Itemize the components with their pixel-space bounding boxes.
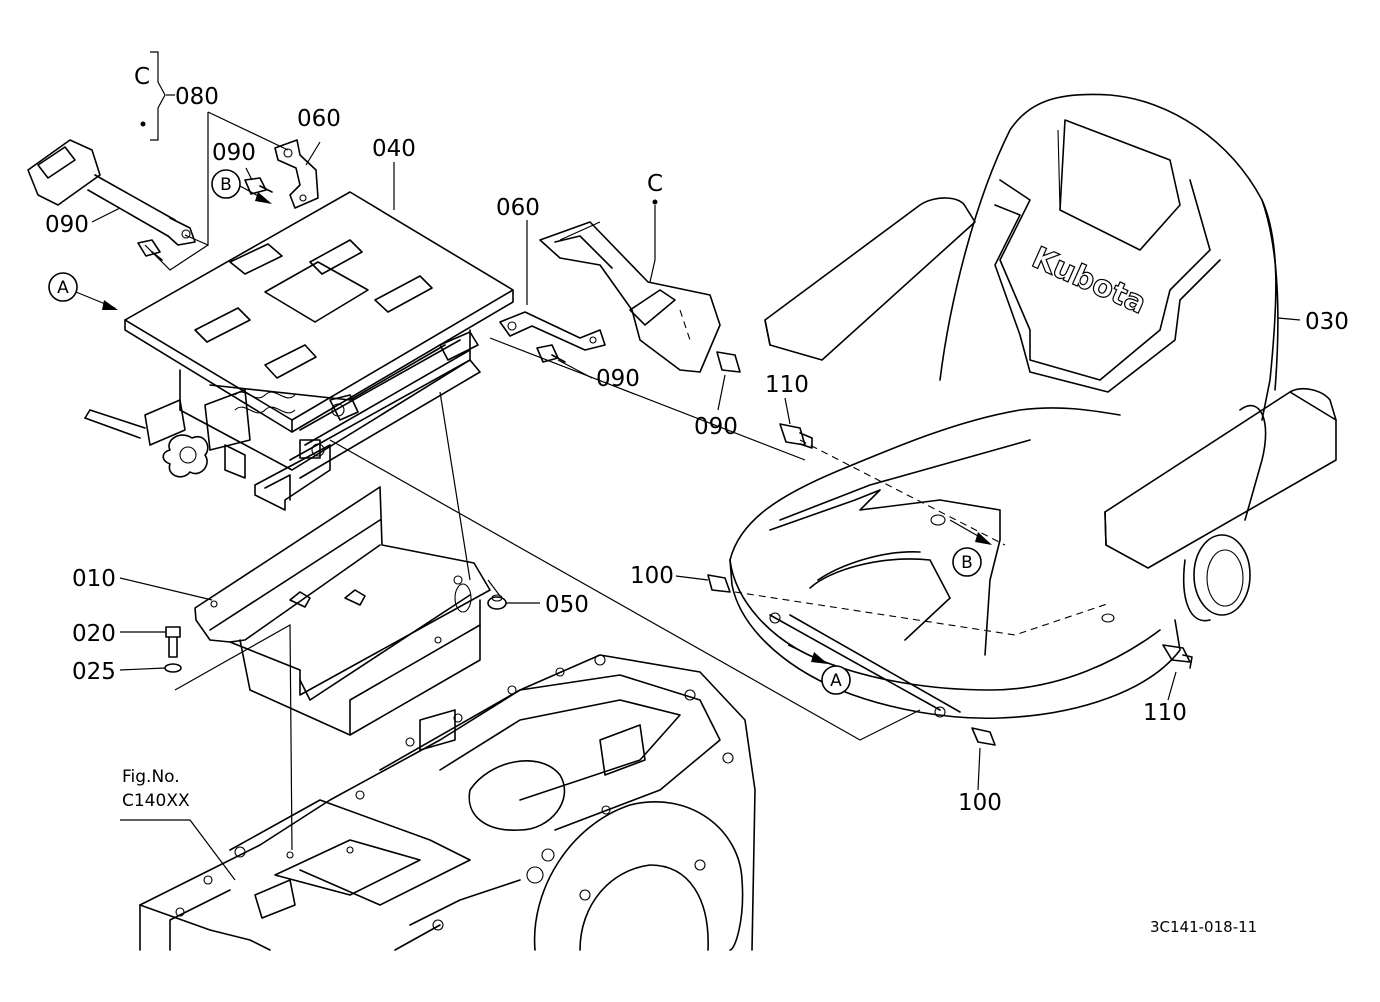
kubota-logo: Kubota (1027, 240, 1152, 321)
part-label-100-bottom: 100 (958, 790, 1002, 816)
part-label-110-right: 110 (1143, 700, 1187, 726)
seatbelt-strap[interactable] (539, 221, 721, 373)
ref-b-left: B (211, 169, 241, 199)
ref-a-left: A (48, 272, 78, 302)
seat-assembly[interactable]: Kubota (729, 93, 1337, 720)
bolt-020[interactable] (165, 626, 181, 658)
leader-lines (75, 51, 1301, 881)
washer-025[interactable] (164, 663, 182, 673)
bracket-060-mid[interactable] (499, 311, 606, 351)
fig-ref-line1: Fig.No. (122, 767, 180, 787)
bracket-060-left[interactable] (274, 139, 319, 209)
svg-text:A: A (57, 278, 69, 298)
bolt-110-top[interactable] (779, 423, 813, 449)
svg-text:B: B (220, 175, 232, 195)
part-label-050: 050 (545, 592, 589, 618)
part-label-090-right: 090 (694, 414, 738, 440)
bolt-100-left[interactable] (707, 574, 731, 593)
part-label-060-left: 060 (297, 106, 341, 132)
drawing-code: 3C141-018-11 (1150, 918, 1257, 936)
ref-c-mid: C (647, 171, 663, 197)
part-label-010: 010 (72, 566, 116, 592)
part-label-025: 025 (72, 659, 116, 685)
svg-text:A: A (830, 671, 842, 691)
part-label-090-mid: 090 (596, 366, 640, 392)
transmission-housing (139, 654, 756, 951)
svg-text:B: B (961, 553, 973, 573)
part-label-020: 020 (72, 621, 116, 647)
bolt-090-mid[interactable] (536, 344, 566, 363)
bolt-090-top[interactable] (244, 177, 273, 195)
seatbelt-buckle[interactable] (27, 139, 196, 246)
bolt-110-right[interactable] (1162, 644, 1193, 669)
ref-a-right: A (821, 665, 851, 695)
bolt-100-bottom[interactable] (971, 727, 996, 746)
part-label-040: 040 (372, 136, 416, 162)
part-label-090-top: 090 (212, 140, 256, 166)
part-label-080: 080 (175, 84, 219, 110)
part-label-060-mid: 060 (496, 195, 540, 221)
bolt-090-right[interactable] (716, 351, 741, 373)
part-label-100-left: 100 (630, 563, 674, 589)
fig-ref-line2: C140XX (122, 791, 190, 811)
nut-050[interactable] (487, 594, 507, 610)
part-label-030: 030 (1305, 309, 1349, 335)
part-label-090-left: 090 (45, 212, 89, 238)
seat-suspension-040[interactable] (84, 191, 514, 511)
ref-c-left: C (134, 64, 150, 90)
mounting-bracket-010[interactable] (194, 486, 491, 736)
ref-b-right: B (952, 547, 982, 577)
part-label-110-top: 110 (765, 372, 809, 398)
